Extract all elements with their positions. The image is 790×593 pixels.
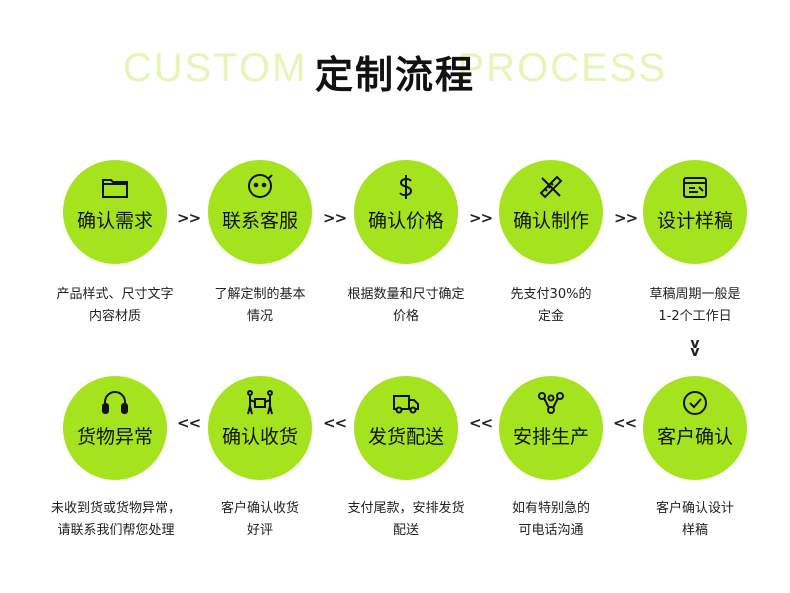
step-circle-arrange-production: 安排生产	[499, 376, 603, 480]
step-label: 确认需求	[76, 210, 153, 232]
step-label: 货物异常	[76, 426, 153, 448]
step-desc-customer-confirm: 客户确认设计样稿	[655, 501, 734, 538]
step-circle-design-draft: 设计样稿	[643, 160, 747, 264]
ruler-pencil-icon	[536, 172, 566, 202]
step-desc-arrange-production: 如有特别急的可电话沟通	[511, 501, 590, 538]
step-circle-delivery: 发货配送	[354, 376, 458, 480]
dollar-icon	[391, 172, 421, 202]
step-circle-confirm-price: 确认价格	[354, 160, 458, 264]
receive-package-icon	[245, 388, 275, 418]
bg-title-left: CUSTOM	[122, 46, 308, 90]
step-circle-customer-confirm: 客户确认	[643, 376, 747, 480]
step-label: 联系客服	[221, 210, 298, 232]
arrow-left: <<	[323, 414, 347, 432]
step-circle-confirm-receipt: 确认收货	[208, 376, 312, 480]
arrow-left: <<	[469, 414, 493, 432]
page-title: 定制流程	[314, 53, 475, 97]
step-desc-confirm-receipt: 客户确认收货好评	[220, 501, 299, 538]
workflow-icon	[536, 388, 566, 418]
arrow-right: >>	[614, 209, 638, 227]
check-circle-icon	[680, 388, 710, 418]
bg-title-right: PROCESS	[457, 46, 668, 90]
arrow-right: >>	[323, 209, 347, 227]
step-label: 设计样稿	[656, 210, 733, 232]
step-circle-confirm-requirements: 确认需求	[63, 160, 167, 264]
truck-icon	[391, 388, 421, 418]
step-circle-contact-service: 联系客服	[208, 160, 312, 264]
step-circle-confirm-production: 确认制作	[499, 160, 603, 264]
step-desc-delivery: 支付尾款，安排发货配送	[347, 501, 465, 538]
headset-icon	[100, 388, 130, 418]
background-title: CUSTOM PROCESS	[0, 46, 790, 91]
step-desc-goods-abnormal: 未收到货或货物异常，请联系我们帮您处理	[50, 501, 181, 538]
step-desc-confirm-requirements: 产品样式、尺寸文字内容材质	[56, 287, 174, 324]
step-desc-contact-service: 了解定制的基本情况	[214, 287, 306, 324]
draft-box-icon	[680, 172, 710, 202]
step-label: 确认制作	[512, 210, 589, 232]
arrow-left: <<	[177, 414, 201, 432]
arrow-right: >>	[177, 209, 201, 227]
folder-icon	[100, 172, 130, 202]
arrow-left: <<	[613, 414, 637, 432]
step-label: 安排生产	[512, 426, 589, 448]
step-circle-goods-abnormal: 货物异常	[63, 376, 167, 480]
step-desc-confirm-production: 先支付30%的定金	[510, 287, 592, 324]
step-label: 确认价格	[367, 210, 444, 232]
chat-face-icon	[245, 172, 275, 202]
arrow-down: v v	[690, 336, 700, 360]
arrow-right: >>	[469, 209, 493, 227]
step-label: 确认收货	[221, 426, 298, 448]
step-label: 客户确认	[656, 426, 733, 448]
step-label: 发货配送	[367, 426, 444, 448]
step-desc-confirm-price: 根据数量和尺寸确定价格	[347, 287, 465, 324]
